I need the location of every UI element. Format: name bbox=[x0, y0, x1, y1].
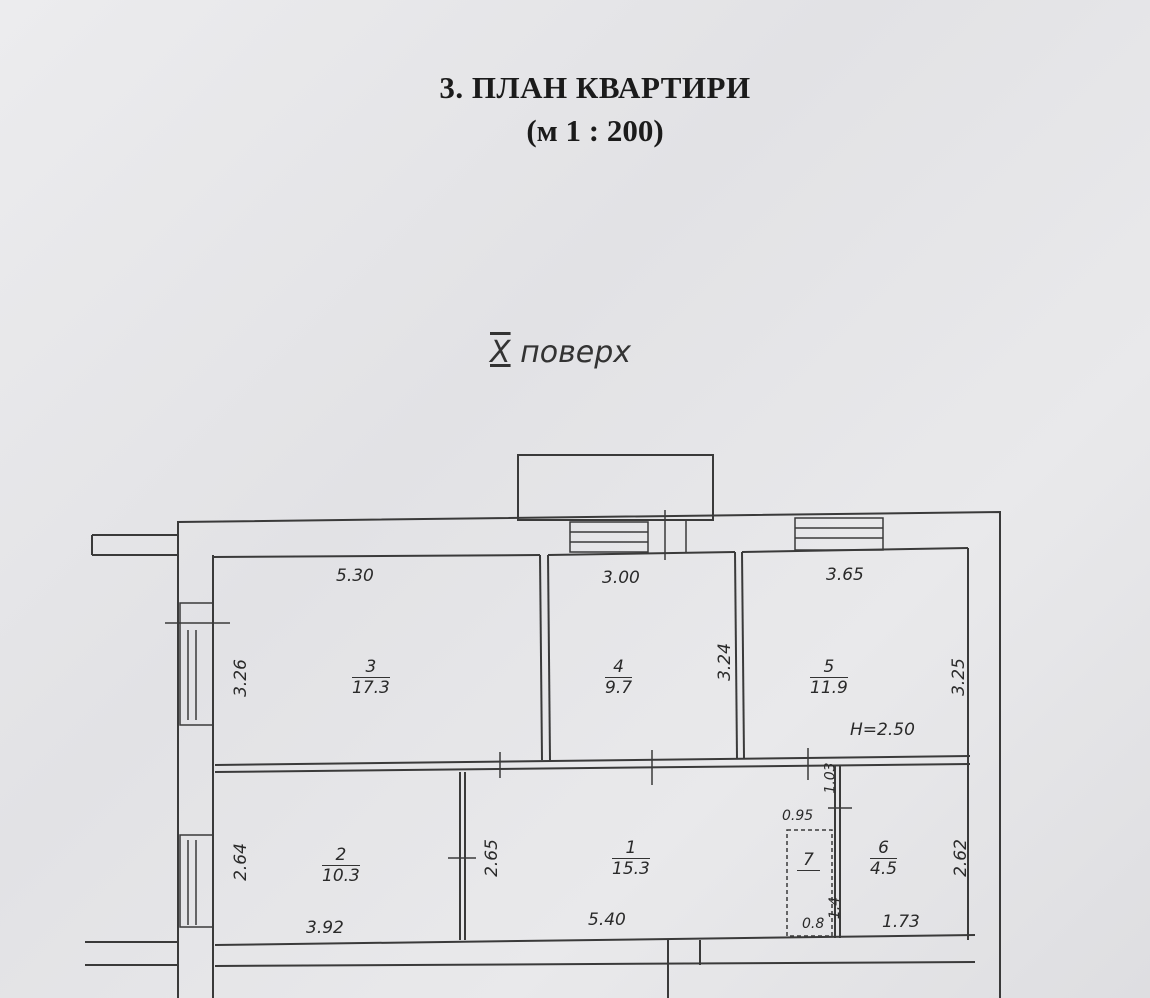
room7-closet bbox=[786, 829, 833, 937]
partition-4-5b bbox=[741, 551, 745, 759]
floor-text: поверх bbox=[520, 335, 632, 370]
window-room2 bbox=[179, 834, 214, 928]
room-number: 5 bbox=[810, 657, 848, 678]
dim-room7-width-bottom: 0.8 bbox=[802, 916, 825, 932]
room-number: 2 bbox=[322, 845, 360, 866]
door-ticks bbox=[448, 748, 852, 859]
window-room4 bbox=[569, 510, 687, 560]
dim-room1-depth: 2.65 bbox=[481, 839, 502, 877]
partition-4-5 bbox=[734, 551, 738, 759]
dim-room3-depth: 3.26 bbox=[230, 659, 251, 697]
floor-label: X поверх bbox=[490, 335, 631, 370]
dim-room2-depth: 2.64 bbox=[230, 843, 251, 881]
document-title: 3. ПЛАН КВАРТИРИ bbox=[439, 70, 751, 105]
room-7: 7 bbox=[797, 850, 820, 871]
dim-room6-depth: 2.62 bbox=[950, 839, 971, 877]
room-area: 11.9 bbox=[810, 678, 848, 698]
wall-bottom-inner bbox=[214, 934, 976, 946]
room-number: 4 bbox=[605, 657, 633, 678]
dim-room6-width: 1.73 bbox=[882, 912, 920, 932]
scale-label: (м 1 : 200) bbox=[526, 113, 664, 148]
wall-room4-top bbox=[547, 551, 736, 556]
window-room5 bbox=[794, 517, 884, 551]
dim-room7-depth-top: 1.03 bbox=[822, 762, 839, 794]
dim-room4-width: 3.00 bbox=[602, 568, 640, 588]
room-number: 1 bbox=[612, 838, 650, 859]
outer-wall-top bbox=[92, 510, 1001, 998]
room-area: 15.3 bbox=[612, 859, 650, 879]
corridor-wall-top bbox=[214, 755, 971, 766]
dim-room5-depth: 3.25 bbox=[948, 658, 969, 696]
room-number: 7 bbox=[797, 850, 820, 871]
room-number: 6 bbox=[870, 838, 898, 859]
floor-number: X bbox=[490, 335, 511, 370]
wall-room3-top bbox=[212, 554, 541, 558]
window-room3 bbox=[165, 602, 230, 726]
dim-room7-width-top: 0.95 bbox=[782, 808, 814, 824]
wall-bottom-outer bbox=[214, 961, 976, 967]
room-number: 3 bbox=[352, 657, 390, 678]
dim-room3-width: 5.30 bbox=[336, 566, 374, 586]
dim-room4-depth: 3.24 bbox=[714, 643, 735, 681]
room-area: 4.5 bbox=[870, 859, 898, 879]
dim-room5-width: 3.65 bbox=[826, 565, 864, 585]
room-area: 9.7 bbox=[605, 678, 633, 698]
dim-room7-depth-bottom: 1.4 bbox=[827, 896, 844, 920]
corridor-wall-bottom bbox=[214, 763, 971, 773]
dim-room1-width: 5.40 bbox=[588, 910, 626, 930]
partition-3-4 bbox=[539, 554, 543, 761]
room-area: 17.3 bbox=[352, 678, 390, 698]
dim-room2-width: 3.92 bbox=[306, 918, 344, 938]
room-area: 10.3 bbox=[322, 866, 360, 886]
partition-3-4b bbox=[547, 554, 551, 761]
balcony bbox=[517, 454, 714, 521]
ceiling-height: H=2.50 bbox=[850, 720, 915, 740]
